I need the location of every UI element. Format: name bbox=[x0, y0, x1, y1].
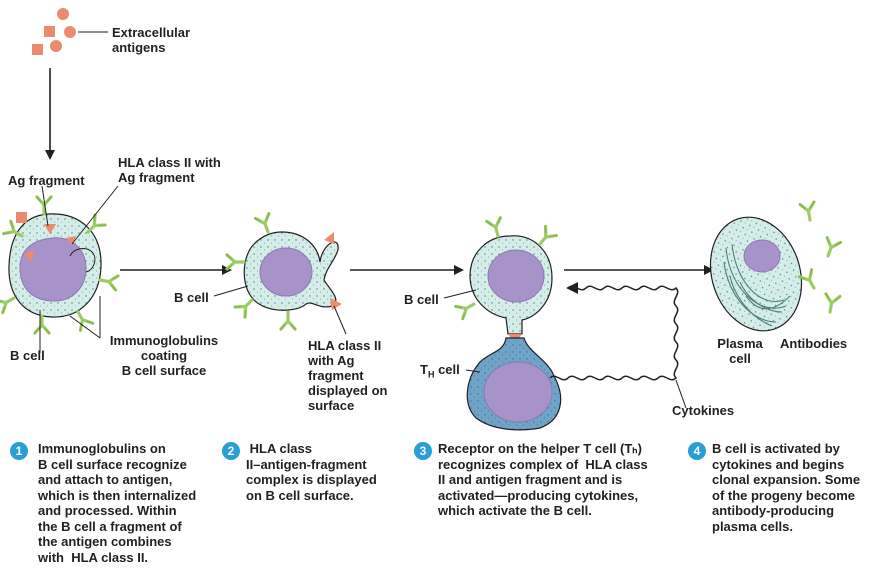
th-cell-subscript: H bbox=[427, 369, 435, 380]
step-1-text: Immunoglobulins on B cell surface recogn… bbox=[38, 441, 197, 565]
label-plasma-cell: Plasma cell bbox=[717, 336, 763, 366]
step-2-number-icon: 2 bbox=[222, 442, 240, 460]
antibody-icon bbox=[452, 295, 480, 322]
b-cell-step3 bbox=[443, 214, 560, 344]
helper-t-cell bbox=[465, 337, 562, 431]
antigen-square-icon bbox=[32, 44, 43, 55]
plasma-cell bbox=[709, 216, 803, 332]
step-4-number-icon: 4 bbox=[688, 442, 706, 460]
b-cell-step1 bbox=[0, 185, 121, 353]
label-th-cell: TH cell bbox=[420, 362, 460, 383]
nucleus bbox=[483, 361, 553, 423]
antigen-square-icon bbox=[16, 212, 27, 223]
step-4-text: B cell is activated by cytokines and beg… bbox=[712, 441, 861, 534]
antibody-icon bbox=[252, 210, 278, 237]
antibody-icon bbox=[278, 310, 298, 332]
antigen-fragment-icon bbox=[24, 250, 34, 262]
label-hla-with-ag-fragment: HLA class II with Ag fragment bbox=[118, 155, 221, 185]
antibody-icon bbox=[224, 252, 246, 272]
label-immunoglobulins-coating: Immunoglobulins coating B cell surface bbox=[109, 333, 219, 378]
th-cell-rest: cell bbox=[434, 362, 460, 377]
step-2-text: HLA class II–antigen-fragment complex is… bbox=[246, 441, 377, 503]
step-3-number-icon: 3 bbox=[414, 442, 432, 460]
antibody-icon bbox=[97, 270, 121, 293]
label-cytokines: Cytokines bbox=[672, 403, 735, 418]
antigen-square-icon bbox=[44, 26, 55, 37]
antibody-icon bbox=[32, 314, 52, 336]
antibody-icon bbox=[820, 291, 843, 315]
hla-antigen-complex-icon bbox=[324, 232, 334, 244]
b-cell-step2 bbox=[213, 210, 347, 335]
nucleus bbox=[487, 249, 545, 303]
extracellular-antigens bbox=[32, 8, 108, 55]
label-b-cell-1: B cell bbox=[10, 348, 45, 363]
nucleus bbox=[743, 239, 781, 273]
label-hla-displayed: HLA class II with Ag fragment displayed … bbox=[308, 338, 388, 413]
antigen-circle-icon bbox=[57, 8, 69, 20]
antibodies bbox=[796, 199, 844, 315]
antigen-circle-icon bbox=[64, 26, 76, 38]
step-3-text: Receptor on the helper T cell (Tₕ) recog… bbox=[438, 441, 648, 518]
cytokines-wave bbox=[549, 285, 679, 381]
antibody-icon bbox=[818, 234, 844, 261]
antigen-fragment-icon bbox=[44, 224, 56, 234]
label-antibodies: Antibodies bbox=[780, 336, 848, 351]
nucleus bbox=[259, 247, 313, 297]
th-cell-t: T bbox=[420, 362, 428, 377]
label-b-cell-2: B cell bbox=[174, 290, 209, 305]
label-extracellular-antigens: Extracellular antigens bbox=[112, 25, 191, 55]
antibody-icon bbox=[797, 199, 820, 223]
arrowhead-icon bbox=[566, 282, 578, 294]
antigen-circle-icon bbox=[50, 40, 62, 52]
label-ag-fragment: Ag fragment bbox=[8, 173, 85, 188]
label-b-cell-3: B cell bbox=[404, 292, 439, 307]
hla-antigen-complex-icon bbox=[330, 298, 342, 310]
step-1-number-icon: 1 bbox=[10, 442, 28, 460]
nucleus bbox=[19, 237, 87, 302]
antigen-fragment-icon bbox=[66, 236, 76, 246]
antibody-icon bbox=[484, 214, 508, 240]
